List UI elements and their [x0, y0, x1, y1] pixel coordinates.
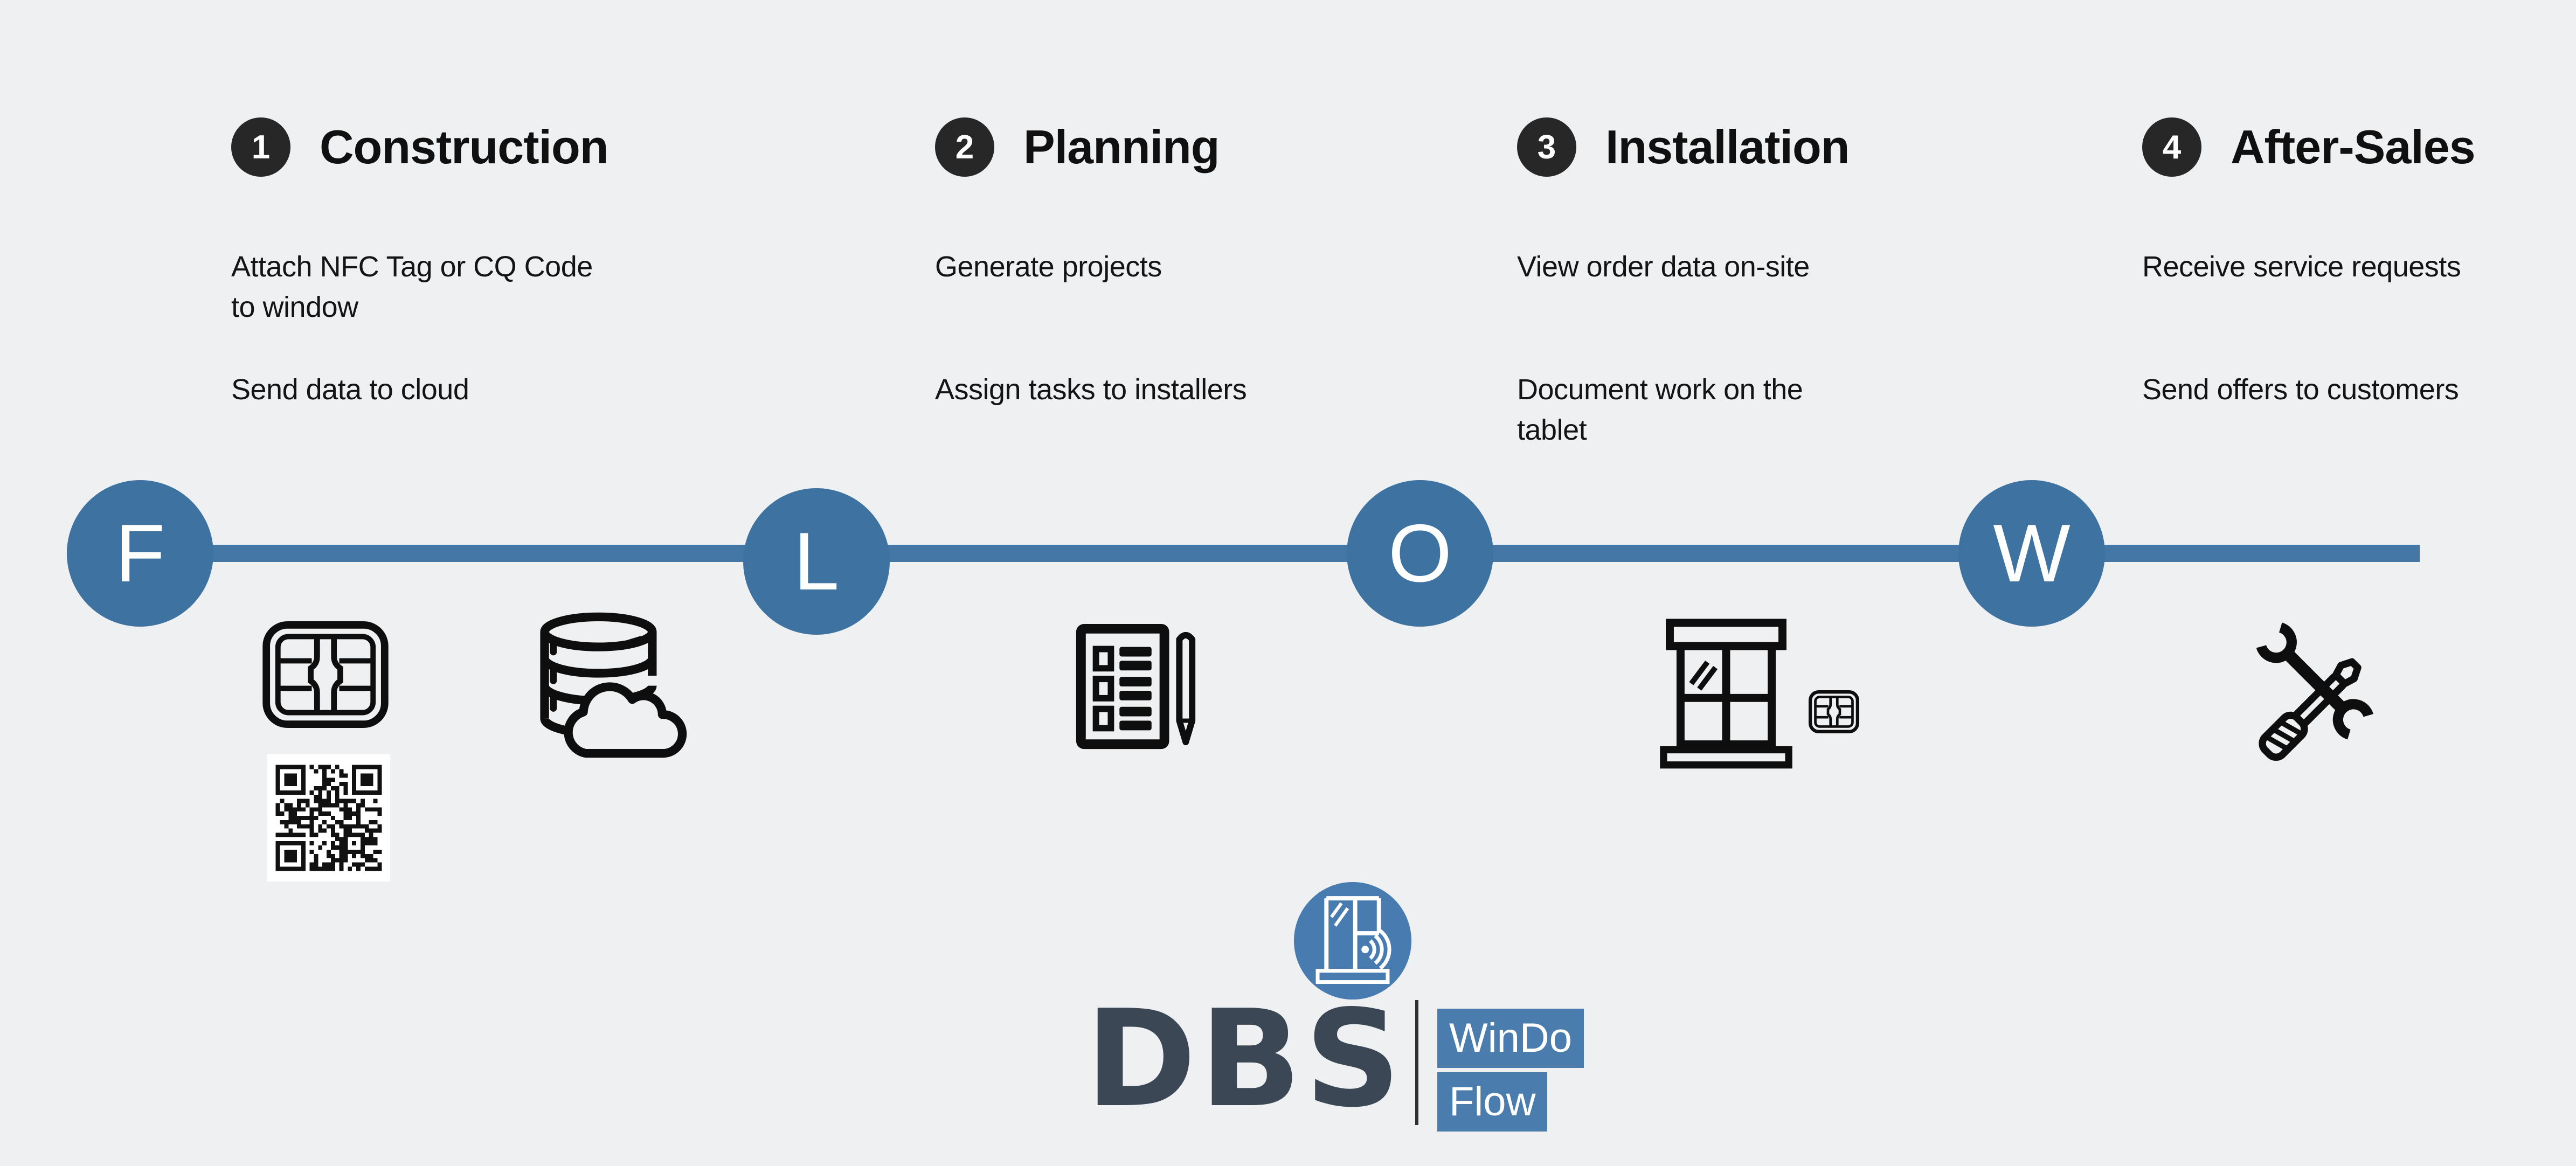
- timeline-node-o: O: [1347, 480, 1493, 627]
- brand-wordmark: DBS: [1085, 982, 1404, 1137]
- timeline-letter: W: [1993, 507, 2071, 599]
- nfc-chip-icon: [262, 621, 389, 728]
- planning-paragraph-2: Assign tasks to installers: [935, 370, 1398, 410]
- step-header-planning: 2 Planning: [935, 117, 1220, 177]
- text-line: Document work on the: [1517, 373, 1803, 406]
- text-line: View order data on-site: [1517, 251, 1810, 283]
- window-icon: [1658, 617, 1795, 769]
- product-wordmark: WinDo Flow: [1437, 1009, 1584, 1132]
- text-line: Assign tasks to installers: [935, 373, 1247, 406]
- product-name-top: WinDo: [1437, 1009, 1584, 1068]
- step-header-construction: 1 Construction: [231, 117, 609, 177]
- database-cloud-icon: [531, 609, 694, 765]
- checklist-pencil-icon: [1070, 620, 1204, 754]
- installation-paragraph-2: Document work on the tablet: [1517, 370, 1981, 450]
- step-number: 1: [251, 128, 271, 166]
- step-number-badge: 4: [2142, 117, 2201, 177]
- after-sales-paragraph-2: Send offers to customers: [2142, 370, 2576, 410]
- logo-divider: [1415, 1000, 1418, 1125]
- timeline-node-w: W: [1958, 480, 2105, 627]
- text-line: tablet: [1517, 414, 1587, 446]
- timeline-node-l: L: [743, 488, 890, 635]
- step-header-after-sales: 4 After-Sales: [2142, 117, 2476, 177]
- text-line: Attach NFC Tag or CQ Code: [231, 251, 593, 283]
- nfc-chip-small-icon: [1809, 690, 1859, 734]
- installation-paragraph-1: View order data on-site: [1517, 247, 1981, 287]
- construction-paragraph-1: Attach NFC Tag or CQ Code to window: [231, 247, 695, 328]
- wrench-screwdriver-icon: [2246, 620, 2393, 764]
- step-number: 2: [955, 128, 974, 166]
- step-title: Construction: [320, 120, 609, 173]
- qr-code-icon: [267, 754, 390, 882]
- text-line: Send data to cloud: [231, 373, 469, 406]
- step-number-badge: 3: [1517, 117, 1576, 177]
- after-sales-paragraph-1: Receive service requests: [2142, 247, 2576, 287]
- step-number-badge: 1: [231, 117, 290, 177]
- step-header-installation: 3 Installation: [1517, 117, 1850, 177]
- timeline-node-f: F: [67, 480, 213, 627]
- text-line: Generate projects: [935, 251, 1162, 283]
- step-number: 4: [2162, 128, 2182, 166]
- text-line: Receive service requests: [2142, 251, 2461, 283]
- step-title: Planning: [1023, 120, 1220, 173]
- construction-paragraph-2: Send data to cloud: [231, 370, 695, 410]
- timeline-letter: O: [1388, 507, 1452, 599]
- timeline-letter: F: [115, 507, 165, 599]
- step-title: Installation: [1605, 120, 1850, 173]
- timeline-letter: L: [793, 515, 840, 607]
- text-line: Send offers to customers: [2142, 373, 2459, 406]
- step-number-badge: 2: [935, 117, 994, 177]
- step-number: 3: [1537, 128, 1556, 166]
- product-name-bottom: Flow: [1437, 1072, 1548, 1132]
- planning-paragraph-1: Generate projects: [935, 247, 1398, 287]
- step-title: After-Sales: [2231, 120, 2476, 173]
- logo-window-nfc-icon: [1290, 878, 1415, 1003]
- text-line: to window: [231, 291, 358, 323]
